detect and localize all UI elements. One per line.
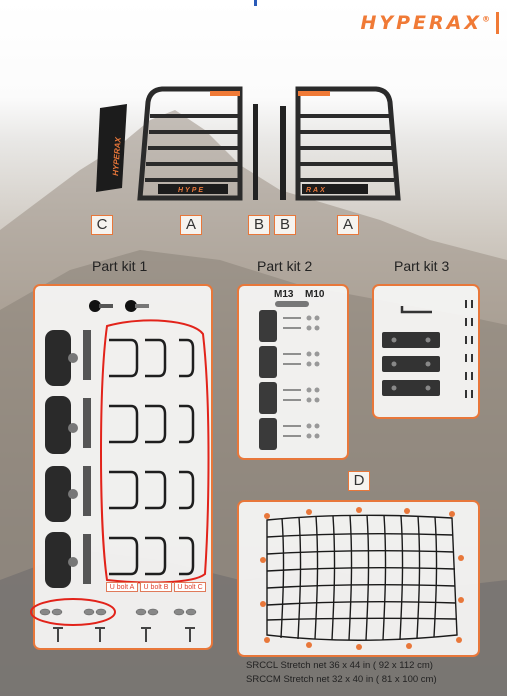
main-rack-parts: HYPERAX HYPE RAX [96,86,401,201]
stretch-net-icon [260,507,464,650]
clamp-bar-icon [382,332,440,396]
net-panel [237,500,480,657]
u-bolt-b-label: U bolt B [140,582,172,592]
bracket-icon [83,330,91,584]
kit2-contents [259,301,320,450]
kit2-title: Part kit 2 [257,258,313,274]
kit3-panel [372,284,480,419]
kit2-panel [237,284,349,460]
brand-name: HYPERAX [360,12,482,34]
t-bolt-icon [53,627,195,642]
label-a-left: A [180,215,202,235]
label-a-right: A [337,215,359,235]
screw-icon [283,317,301,437]
part-a-right-text: RAX [306,187,327,194]
kit3-contents [382,300,473,398]
part-c-bar: HYPERAX [96,104,127,192]
brand-logo: HYPERAX® [360,12,493,34]
label-d: D [348,471,370,491]
u-bolt-annotation [100,319,210,584]
label-b-2: B [274,215,296,235]
key-icon [89,300,149,312]
top-edge-mark [254,0,257,6]
part-b-bar-2 [280,106,286,200]
part-a-right-panel: RAX [295,86,401,201]
nut-icon [306,315,320,439]
u-bolt-c-label: U bolt C [174,582,206,592]
bolt-size-m13: M13 [274,289,294,300]
hex-key-icon [400,306,432,314]
label-c: C [91,215,113,235]
part-a-left-text: HYPE [178,187,205,194]
washer-icon [39,608,197,616]
clamp-icon [45,330,78,588]
u-bolt-icon [109,338,195,576]
net-hook-icon [260,507,464,650]
bolt-icon [465,300,473,398]
label-b-1: B [248,215,270,235]
u-bolt-a-label: U bolt A [106,582,138,592]
part-a-left-panel: HYPE [137,86,243,201]
kit1-title: Part kit 1 [92,258,148,274]
brand-trademark: ® [482,14,493,24]
brand-accent-bar [496,12,499,34]
clamp-bar-hole-icon [391,337,431,391]
part-c-bar-text: HYPERAX [111,136,123,176]
link-plate-icon [275,301,309,307]
part-b-bar-1 [253,104,258,200]
net-spec-medium: SRCCM Stretch net 32 x 40 in ( 81 x 100 … [246,674,437,685]
bracket-block-icon [259,310,277,450]
kit3-title: Part kit 3 [394,258,450,274]
net-spec-large: SRCCL Stretch net 36 x 44 in ( 92 x 112 … [246,660,433,671]
kit1-contents [30,300,210,642]
bolt-size-m10: M10 [305,289,325,300]
washer-annotation [30,598,116,626]
